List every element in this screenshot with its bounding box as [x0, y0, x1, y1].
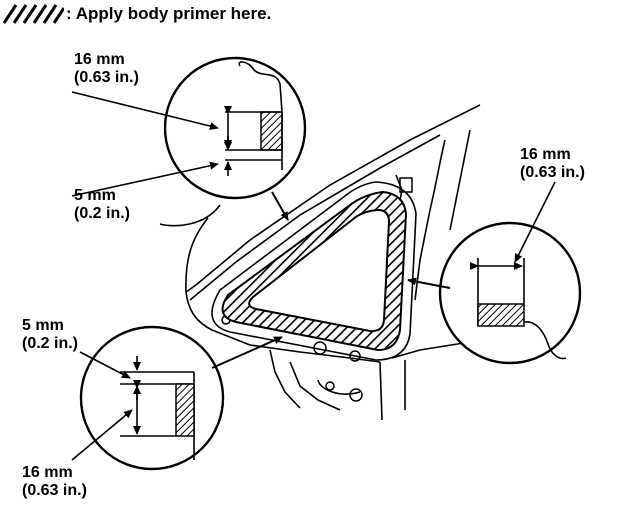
primer-hatch-swatch-icon	[2, 4, 64, 24]
dim-bottom-left-16mm: 16 mm	[22, 464, 73, 481]
callout-circle-bottom-left	[79, 325, 225, 471]
arrow-to-primer-top	[271, 191, 289, 221]
dim-top-left-16mm: 16 mm	[74, 51, 125, 68]
dim-bottom-left-0-63in: (0.63 in.)	[22, 482, 87, 499]
dim-bottom-left-0-2in: (0.2 in.)	[22, 335, 79, 352]
dim-bottom-left-5mm: 5 mm	[22, 317, 64, 334]
leader-bottom-left-5mm	[79, 351, 131, 379]
leader-right-16mm	[514, 181, 556, 263]
dim-top-left-0-2in: (0.2 in.)	[74, 205, 131, 222]
dim-top-left-0-63in: (0.63 in.)	[74, 69, 139, 86]
dim-right-16mm: 16 mm	[520, 146, 571, 163]
callout-right-detail	[470, 258, 567, 360]
arrow-to-primer-bottom	[211, 336, 283, 369]
callout-circles	[79, 56, 582, 471]
dim-right-0-63in: (0.63 in.)	[520, 164, 585, 181]
arrow-to-primer-right	[407, 277, 451, 289]
leader-top-left-5mm	[71, 161, 219, 197]
callout-bottom-left-detail	[120, 356, 195, 460]
legend-text: : Apply body primer here.	[66, 4, 272, 23]
body-panel-outline	[159, 104, 481, 421]
primer-band	[221, 190, 408, 352]
leader-top-left-16mm	[71, 91, 219, 130]
callout-circle-right	[438, 221, 582, 365]
leader-bottom-left-16mm	[71, 409, 133, 461]
callout-top-left-detail	[224, 61, 283, 176]
window-opening-edge	[211, 181, 417, 361]
callout-circle-top-left	[163, 56, 307, 200]
dim-top-left-5mm: 5 mm	[74, 187, 116, 204]
leader-arrows	[71, 91, 556, 461]
